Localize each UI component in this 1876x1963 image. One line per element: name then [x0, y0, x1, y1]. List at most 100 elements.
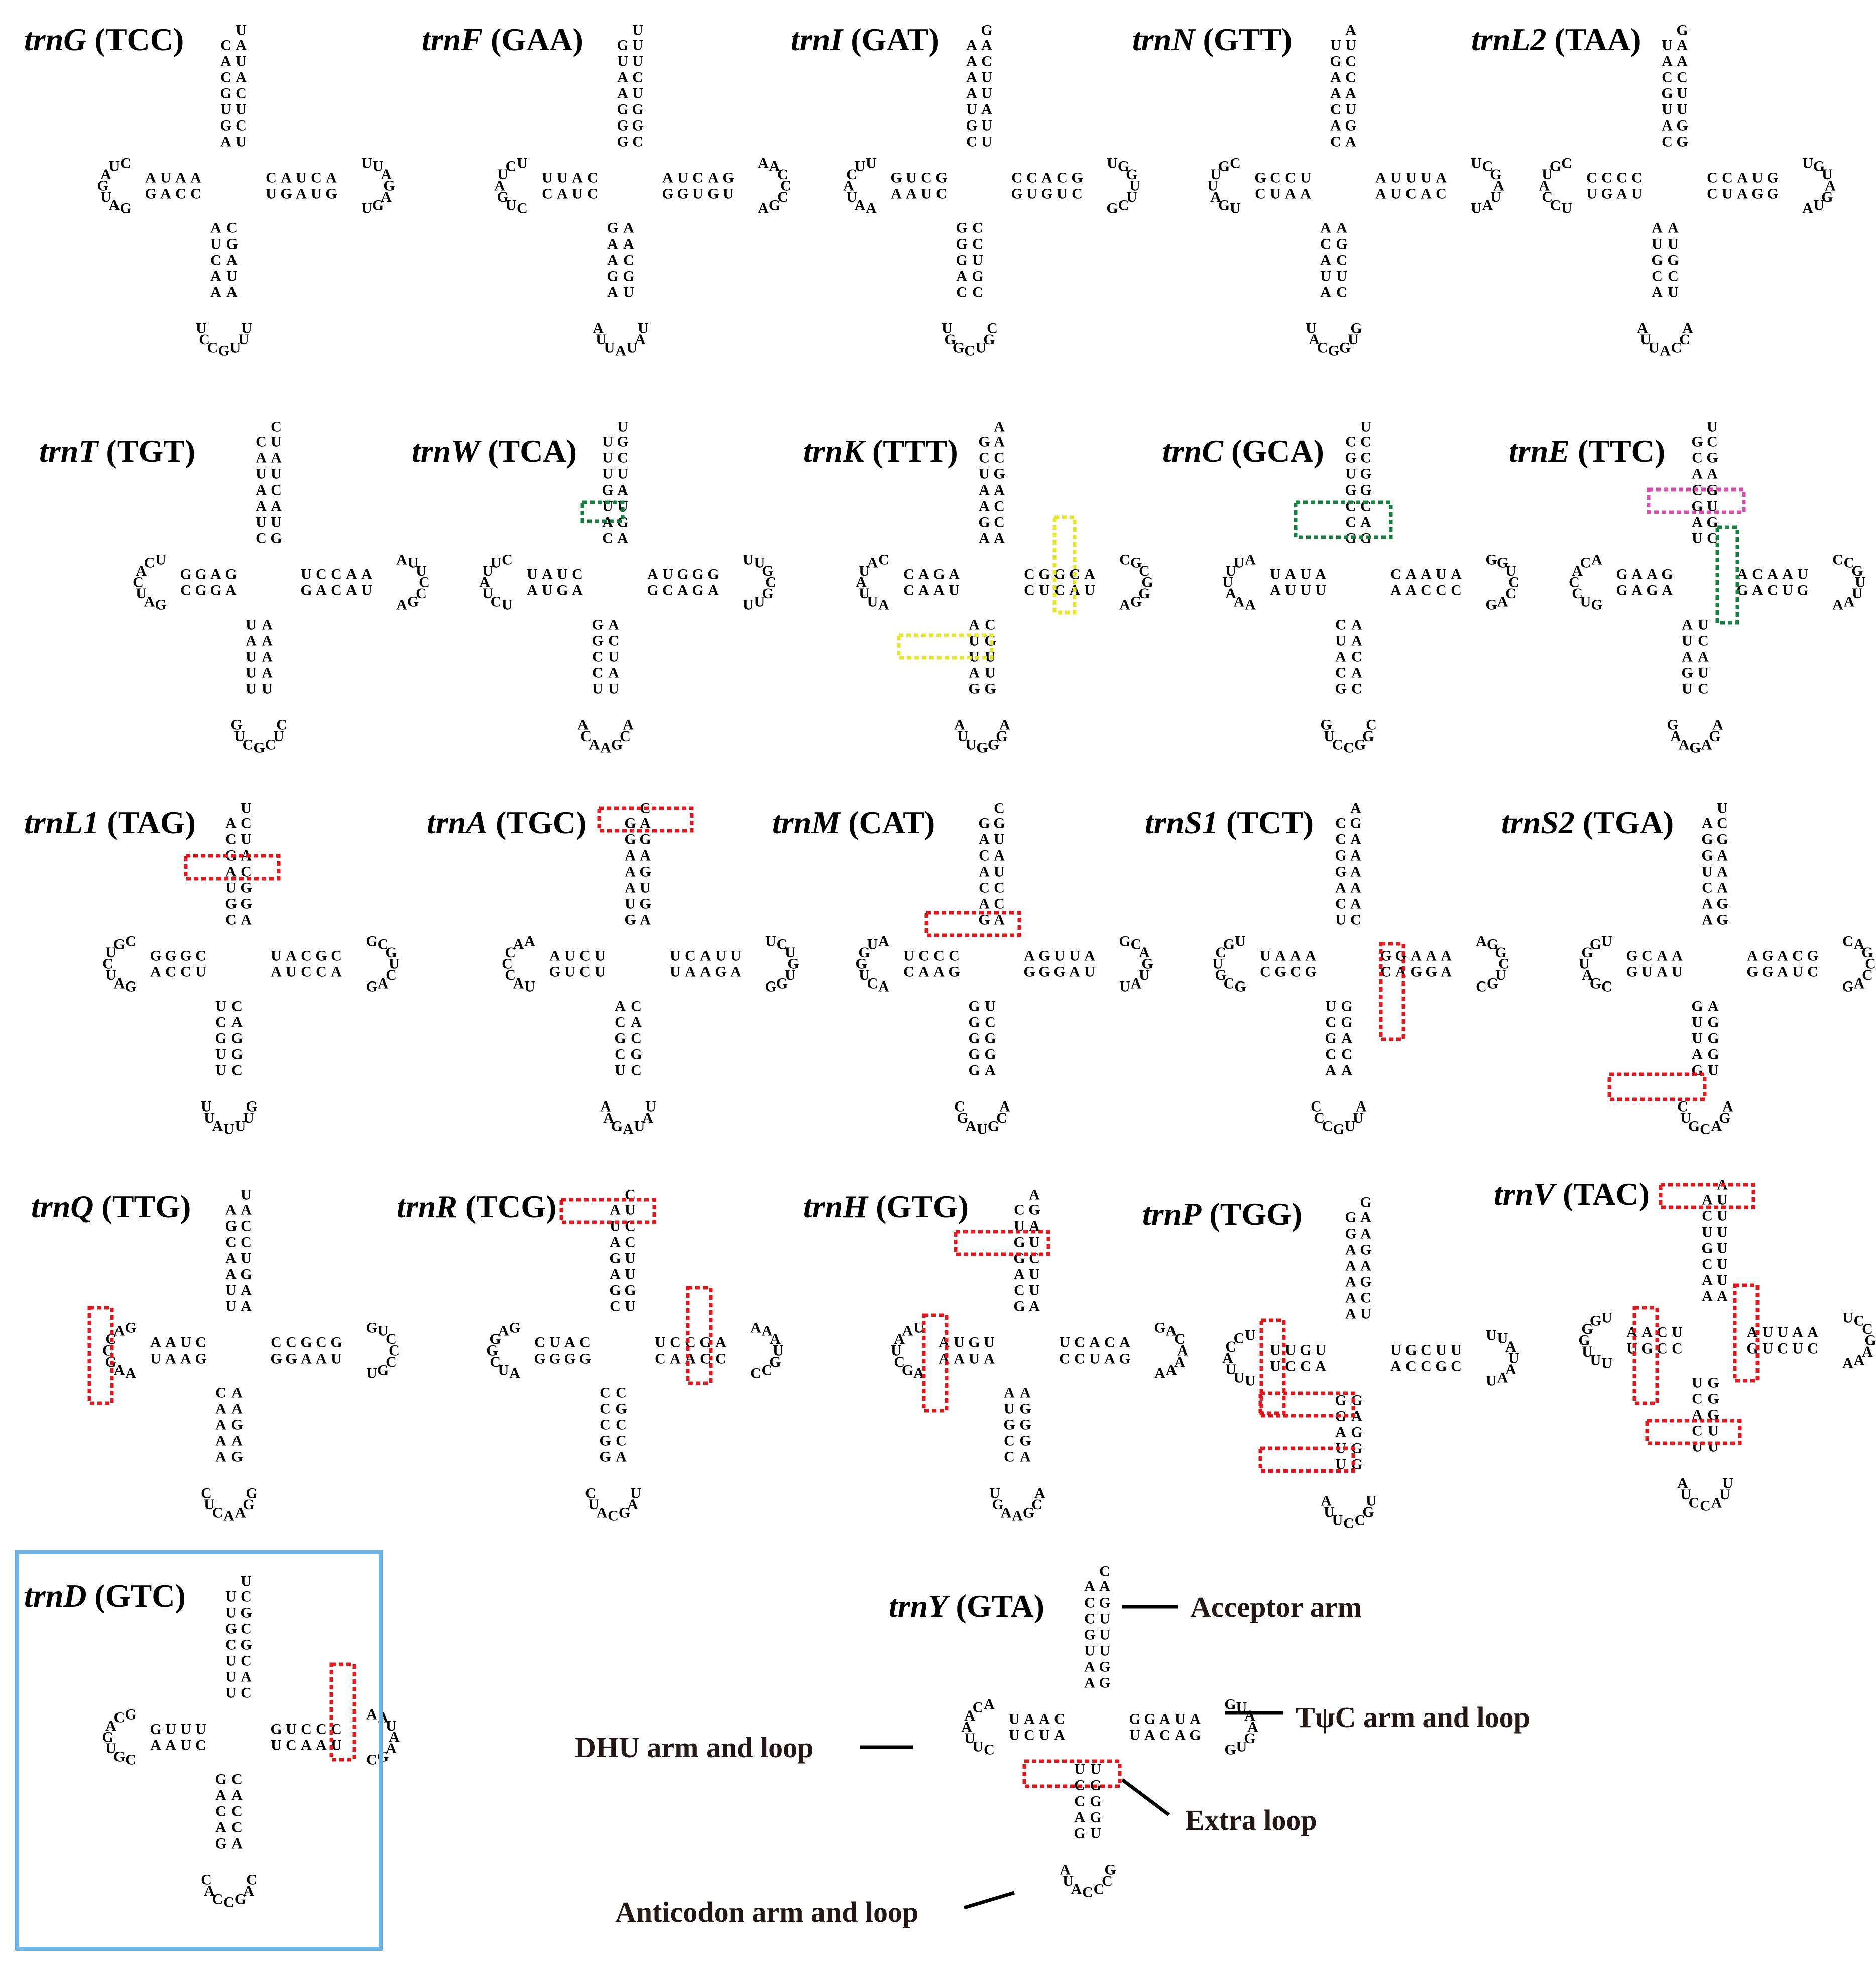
nucleotide: U [286, 964, 297, 980]
nucleotide: C [1230, 155, 1241, 172]
nucleotide: G [383, 178, 395, 194]
nucleotide: U [373, 158, 384, 175]
nucleotide: C [1657, 1340, 1668, 1357]
nucleotide: U [1335, 1440, 1346, 1457]
nucleotide: A [866, 200, 877, 217]
nucleotide: U [994, 864, 1005, 880]
nucleotide: C [587, 170, 598, 186]
nucleotide: C [301, 948, 312, 964]
marker-box [1022, 1759, 1122, 1788]
anticodon-label: (TAC) [1555, 1176, 1650, 1212]
nucleotide: C [592, 649, 603, 665]
nucleotide: U [1029, 1266, 1040, 1283]
nucleotide: A [1131, 975, 1142, 992]
nucleotide: A [640, 815, 651, 832]
nucleotide: G [617, 101, 628, 118]
nucleotide: A [1309, 331, 1320, 348]
nucleotide: U [859, 563, 870, 579]
nucleotide: U [595, 948, 606, 964]
nucleotide: U [105, 967, 116, 984]
trna-title-trnw: trnW (TCA) [412, 433, 577, 469]
nucleotide: C [984, 1742, 995, 1758]
nucleotide: G [968, 1046, 980, 1063]
nucleotide: A [1351, 617, 1362, 633]
nucleotide: G [549, 1351, 560, 1367]
nucleotide: C [231, 1771, 243, 1788]
nucleotide: C [199, 331, 210, 348]
nucleotide: U [564, 964, 575, 980]
nucleotide: A [1670, 728, 1681, 745]
nucleotide: A [607, 284, 618, 301]
nucleotide: C [1320, 236, 1331, 253]
marker-box [184, 854, 281, 881]
nucleotide: A [1225, 585, 1236, 602]
nucleotide: A [662, 170, 673, 186]
nucleotide: C [1029, 1250, 1040, 1267]
nucleotide: G [1141, 956, 1153, 972]
nucleotide: G [1028, 1202, 1040, 1218]
nucleotide: C [994, 800, 1005, 817]
nucleotide: U [196, 320, 207, 337]
nucleotide: A [984, 1351, 995, 1367]
nucleotide: G [225, 1218, 237, 1235]
gene-name: trnR [397, 1189, 457, 1224]
nucleotide: U [1009, 1727, 1020, 1744]
nucleotide: A [1069, 964, 1080, 980]
nucleotide: G [1118, 158, 1129, 175]
nucleotide: C [715, 1351, 726, 1367]
nucleotide: G [1581, 1321, 1593, 1337]
nucleotide: A [1012, 1508, 1023, 1524]
nucleotide: U [1057, 186, 1068, 202]
nucleotide: G [180, 948, 191, 964]
nucleotide: C [996, 1110, 1007, 1126]
nucleotide: A [1692, 1046, 1703, 1063]
nucleotide: A [271, 498, 282, 515]
nucleotide: U [1762, 1340, 1773, 1357]
nucleotide: G [240, 880, 252, 896]
nucleotide: A [600, 1098, 611, 1115]
nucleotide: C [1341, 1046, 1352, 1063]
nucleotide: C [1345, 514, 1356, 531]
nucleotide: U [1300, 582, 1311, 599]
nucleotide: U [1004, 1401, 1015, 1417]
nucleotide: G [968, 1014, 980, 1031]
nucleotide: U [296, 170, 307, 186]
nucleotide: G [609, 1282, 621, 1299]
nucleotide: A [1330, 117, 1341, 134]
nucleotide: C [973, 1699, 984, 1716]
nucleotide: U [271, 1737, 282, 1754]
nucleotide: G [1767, 170, 1778, 186]
trna-title-trng: trnG (TCC) [24, 22, 184, 57]
nucleotide: G [1019, 1401, 1031, 1417]
nucleotide: A [210, 268, 221, 285]
nucleotide: C [1225, 1338, 1236, 1355]
nucleotide: C [241, 1588, 252, 1605]
nucleotide: G [1380, 948, 1391, 964]
nucleotide: U [1245, 1327, 1256, 1344]
nucleotide: U [1260, 948, 1271, 964]
nucleotide: A [231, 1401, 243, 1417]
nucleotide: A [1702, 912, 1713, 928]
nucleotide: C [207, 339, 218, 356]
nucleotide: A [262, 649, 273, 665]
nucleotide: C [1325, 1014, 1336, 1031]
nucleotide: A [136, 563, 147, 579]
nucleotide: A [225, 815, 237, 832]
trna-title-trna: trnA (TGC) [427, 805, 587, 840]
nucleotide: A [999, 717, 1010, 733]
nucleotide: C [1405, 1358, 1417, 1375]
legend-dhu-arm: DHU arm and loop [575, 1731, 813, 1764]
nucleotide: U [1360, 1306, 1371, 1322]
nucleotide: U [1126, 189, 1137, 205]
nucleotide: A [165, 1737, 176, 1754]
nucleotide: G [1325, 1030, 1336, 1047]
nucleotide: A [1782, 566, 1793, 583]
nucleotide: A [1505, 1338, 1516, 1355]
nucleotide: U [301, 566, 312, 583]
nucleotide: U [1300, 566, 1311, 583]
nucleotide: G [1707, 1030, 1719, 1047]
nucleotide: A [647, 566, 658, 583]
nucleotide: C [125, 1752, 136, 1768]
nucleotide: U [1285, 1342, 1296, 1359]
